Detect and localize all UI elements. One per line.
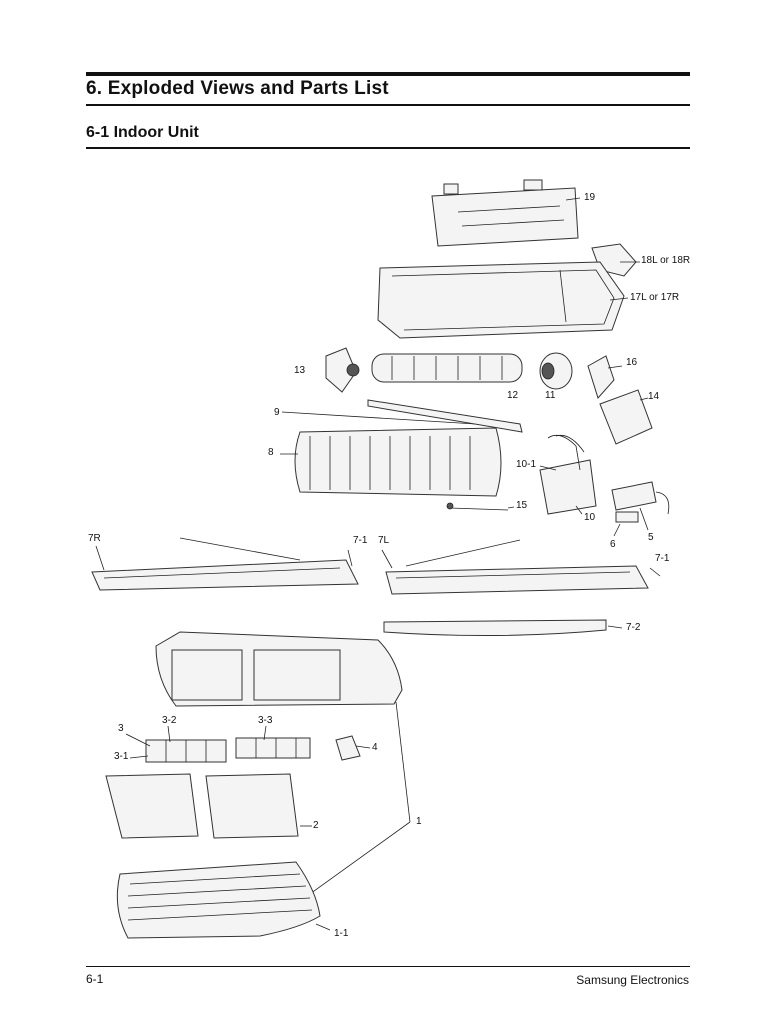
part-1-front-panel bbox=[155, 631, 411, 905]
part-4-cover bbox=[335, 735, 371, 761]
label-9: 9 bbox=[274, 407, 280, 418]
label-1: 1 bbox=[416, 816, 422, 827]
part-19-mounting-plate bbox=[431, 179, 581, 247]
part-6-receiver bbox=[613, 511, 639, 537]
top-rule bbox=[86, 72, 690, 76]
part-13-bearing bbox=[325, 347, 360, 393]
section-title: 6-1 Indoor Unit bbox=[86, 124, 199, 141]
part-2-filter bbox=[105, 773, 312, 839]
part-8-evaporator bbox=[280, 427, 502, 497]
label-10-1: 10-1 bbox=[516, 459, 537, 470]
part-15-sensor bbox=[446, 502, 515, 511]
label-7-1-right: 7-1 bbox=[655, 553, 670, 564]
title-rule bbox=[86, 104, 690, 106]
label-5: 5 bbox=[648, 532, 654, 543]
footer-rule bbox=[86, 966, 690, 967]
label-12: 12 bbox=[507, 390, 519, 401]
part-10-pcb bbox=[539, 434, 597, 515]
label-17: 17L or 17R bbox=[630, 292, 680, 303]
part-7L-drain-pan bbox=[381, 539, 661, 595]
label-16: 16 bbox=[626, 357, 638, 368]
label-1-1: 1-1 bbox=[334, 928, 349, 939]
part-3-3-filter bbox=[235, 737, 311, 759]
part-7R-drain-pan bbox=[91, 537, 359, 591]
label-3-3: 3-3 bbox=[258, 715, 273, 726]
part-12-fan bbox=[371, 353, 523, 383]
label-3: 3 bbox=[118, 723, 124, 734]
label-19: 19 bbox=[584, 192, 596, 203]
page-title: 6. Exploded Views and Parts List bbox=[86, 78, 389, 99]
label-10: 10 bbox=[584, 512, 596, 523]
part-11-motor bbox=[539, 352, 573, 390]
label-7-1-left: 7-1 bbox=[353, 535, 368, 546]
label-2: 2 bbox=[313, 820, 319, 831]
label-6: 6 bbox=[610, 539, 616, 550]
label-13: 13 bbox=[294, 365, 306, 376]
page-number: 6-1 bbox=[86, 972, 104, 986]
label-7L: 7L bbox=[378, 535, 390, 546]
label-18: 18L or 18R bbox=[641, 255, 691, 266]
label-8: 8 bbox=[268, 447, 274, 458]
label-14: 14 bbox=[648, 391, 660, 402]
label-7-2: 7-2 bbox=[626, 622, 641, 633]
label-3-2: 3-2 bbox=[162, 715, 177, 726]
part-7-2-blade bbox=[383, 619, 623, 637]
part-1-1-grille bbox=[116, 861, 331, 939]
part-14-cover bbox=[599, 389, 653, 445]
part-16-bracket bbox=[587, 355, 623, 399]
section-rule bbox=[86, 147, 690, 149]
label-3-1: 3-1 bbox=[114, 751, 129, 762]
company-name: Samsung Electronics bbox=[576, 973, 689, 987]
label-7R: 7R bbox=[88, 533, 101, 544]
part-5-display bbox=[611, 481, 670, 531]
part-3-2-filter bbox=[145, 739, 227, 763]
label-4: 4 bbox=[372, 742, 378, 753]
label-15: 15 bbox=[516, 500, 528, 511]
part-9-pipe bbox=[281, 399, 523, 433]
part-17-chassis bbox=[377, 261, 629, 339]
label-11: 11 bbox=[545, 390, 556, 401]
